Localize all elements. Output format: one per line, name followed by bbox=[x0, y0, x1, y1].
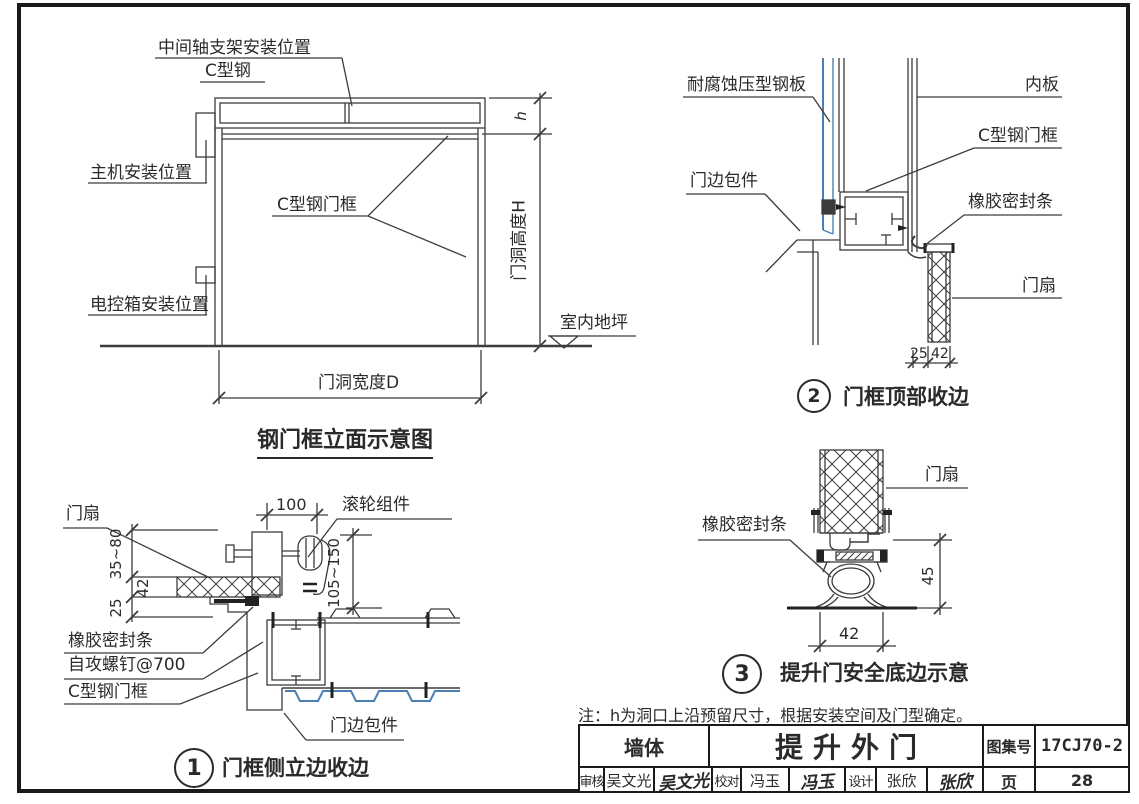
dim-d2-25: 25 bbox=[910, 346, 928, 362]
label-roller-assembly: 滚轮组件 bbox=[342, 495, 410, 515]
reviewer-label-cell: 审核 bbox=[580, 768, 605, 793]
dim-d2-42: 42 bbox=[931, 346, 949, 362]
reviewer-signature: 吴文光 bbox=[657, 771, 710, 793]
label-corrosion-plate: 耐腐蚀压型钢板 bbox=[687, 75, 806, 95]
page-label-cell: 页 bbox=[984, 768, 1036, 793]
title-block: 墙体 提升外门 图集号 17CJ70-2 审核 吴文光 吴文光 校对 冯玉 冯玉… bbox=[578, 724, 1130, 793]
detail-1-caption: 门框侧立边收边 bbox=[222, 756, 369, 780]
label-host-unit: 主机安装位置 bbox=[90, 163, 192, 183]
label-rubber-seal-d2: 橡胶密封条 bbox=[968, 192, 1053, 212]
label-c-steel-frame-d2: C型钢门框 bbox=[978, 126, 1058, 146]
title-block-row-2: 审核 吴文光 吴文光 校对 冯玉 冯玉 设计 张欣 张欣 页 28 bbox=[580, 768, 1128, 793]
label-mid-shaft-bracket: 中间轴支架安装位置 bbox=[158, 38, 311, 58]
dim-opening-height: 门洞高度H bbox=[509, 199, 530, 281]
proofreader-label-cell: 校对 bbox=[713, 768, 742, 793]
proofreader-name-cell: 冯玉 bbox=[742, 768, 790, 793]
page-number-cell: 28 bbox=[1070, 771, 1094, 790]
dim-d1-35-80: 35~80 bbox=[107, 528, 125, 580]
proofreader-signature-cell: 冯玉 bbox=[790, 768, 846, 793]
dim-d1-100: 100 bbox=[276, 495, 307, 514]
atlas-label-cell: 图集号 bbox=[984, 726, 1036, 766]
dim-opening-width: 门洞宽度D bbox=[318, 373, 400, 393]
designer-name-cell: 张欣 bbox=[877, 768, 928, 793]
proofreader-signature: 冯玉 bbox=[799, 771, 835, 793]
label-indoor-floor: 室内地坪 bbox=[560, 313, 628, 333]
dim-d1-42: 42 bbox=[134, 578, 152, 598]
label-self-tapping-screw: 自攻螺钉@700 bbox=[68, 655, 186, 675]
dim-d1-105-150: 105~150 bbox=[325, 538, 343, 608]
label-c-steel: C型钢 bbox=[205, 61, 251, 81]
dim-d3-42: 42 bbox=[839, 624, 860, 643]
designer-signature-cell: 张欣 bbox=[928, 768, 984, 793]
label-c-steel-frame-elev: C型钢门框 bbox=[277, 195, 357, 215]
dim-d1-25: 25 bbox=[107, 598, 125, 618]
designer-label-cell: 设计 bbox=[846, 768, 877, 793]
detail-2-caption: 门框顶部收边 bbox=[843, 385, 969, 409]
detail-2-number: 2 bbox=[797, 379, 831, 413]
label-rubber-seal-d3: 橡胶密封条 bbox=[702, 515, 787, 535]
reviewer-name-cell: 吴文光 bbox=[605, 768, 655, 793]
category-cell: 墙体 bbox=[580, 726, 710, 766]
reviewer-signature-cell: 吴文光 bbox=[655, 768, 713, 793]
sheet-border bbox=[17, 3, 1130, 793]
label-door-leaf-d1: 门扇 bbox=[66, 504, 100, 524]
label-rubber-seal-d1: 橡胶密封条 bbox=[68, 631, 153, 651]
detail-3-caption: 提升门安全底边示意 bbox=[780, 661, 969, 685]
dim-h: h bbox=[512, 111, 530, 121]
label-inner-panel: 内板 bbox=[1025, 75, 1059, 95]
atlas-number-cell: 17CJ70-2 bbox=[1041, 736, 1123, 756]
label-door-edge-cover-d2: 门边包件 bbox=[690, 171, 758, 191]
label-door-edge-cover-d1: 门边包件 bbox=[330, 716, 398, 736]
sheet-title-cell: 提升外门 bbox=[710, 726, 984, 766]
designer-signature: 张欣 bbox=[937, 771, 973, 793]
detail-1-number: 1 bbox=[174, 748, 214, 788]
label-door-leaf-d2: 门扇 bbox=[1022, 276, 1056, 296]
label-control-box: 电控箱安装位置 bbox=[90, 295, 209, 315]
label-c-steel-frame-d1: C型钢门框 bbox=[68, 682, 148, 702]
dim-d3-45: 45 bbox=[919, 566, 937, 586]
title-block-row-1: 墙体 提升外门 图集号 17CJ70-2 bbox=[580, 726, 1128, 768]
detail-3-number: 3 bbox=[722, 654, 762, 694]
elevation-title: 钢门框立面示意图 bbox=[257, 422, 434, 459]
sheet-note: 注：h为洞口上沿预留尺寸，根据安装空间及门型确定。 bbox=[578, 706, 973, 725]
label-door-leaf-d3: 门扇 bbox=[925, 465, 959, 485]
